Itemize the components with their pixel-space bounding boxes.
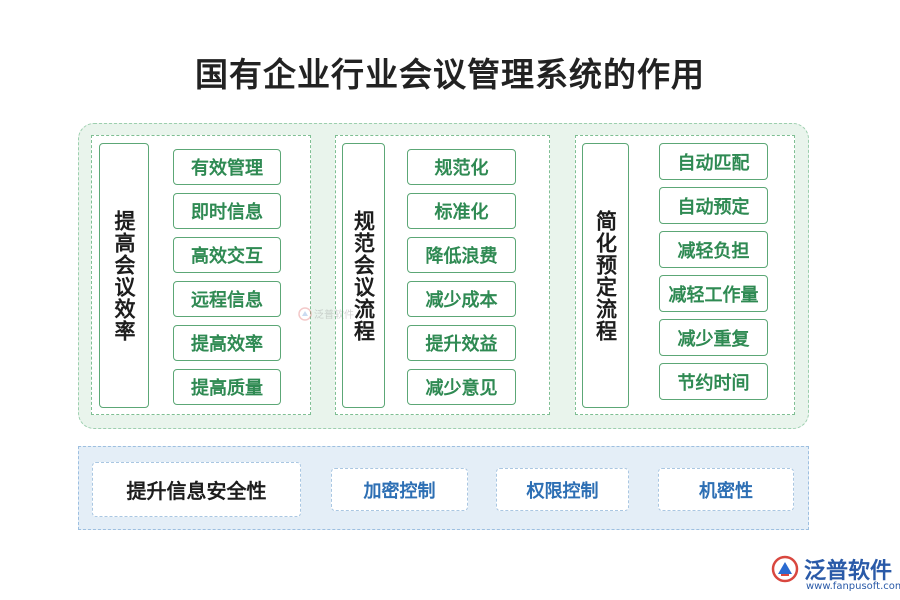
group-booking-item: 自动预定 <box>659 187 768 224</box>
group-process-item: 降低浪费 <box>407 237 516 273</box>
group-process-item: 提升效益 <box>407 325 516 361</box>
group-efficiency-item: 提高效率 <box>173 325 281 361</box>
watermark-logo-icon <box>298 306 312 321</box>
group-process-label: 规范会议流程 <box>342 143 385 408</box>
group-booking-item: 自动匹配 <box>659 143 768 180</box>
group-booking-item: 减少重复 <box>659 319 768 356</box>
security-main-label: 提升信息安全性 <box>92 462 301 517</box>
watermark: 泛普软件 <box>298 306 354 321</box>
group-efficiency-label: 提高会议效率 <box>99 143 149 408</box>
group-booking-item: 减轻负担 <box>659 231 768 268</box>
security-item: 机密性 <box>658 468 794 511</box>
group-booking-label-text: 简化预定流程 <box>593 209 618 342</box>
security-item: 加密控制 <box>331 468 468 511</box>
watermark-text: 泛普软件 <box>314 310 354 321</box>
diagram-title: 国有企业行业会议管理系统的作用 <box>195 55 705 94</box>
brand-logo-icon <box>771 555 799 583</box>
group-process-item: 减少意见 <box>407 369 516 405</box>
group-efficiency-label-text: 提高会议效率 <box>112 209 136 342</box>
group-efficiency-item: 提高质量 <box>173 369 281 405</box>
brand-name: 泛普软件 <box>804 559 893 584</box>
group-process-item: 标准化 <box>407 193 516 229</box>
group-efficiency-item: 有效管理 <box>173 149 281 185</box>
group-process-label-text: 规范会议流程 <box>351 209 376 342</box>
group-process-item: 规范化 <box>407 149 516 185</box>
group-efficiency-item: 远程信息 <box>173 281 281 317</box>
security-item: 权限控制 <box>496 468 629 511</box>
group-efficiency-item: 高效交互 <box>173 237 281 273</box>
group-booking-label: 简化预定流程 <box>582 143 629 408</box>
brand-url: www.fanpusoft.com <box>806 581 900 592</box>
group-process-item: 减少成本 <box>407 281 516 317</box>
group-efficiency-item: 即时信息 <box>173 193 281 229</box>
group-booking-item: 节约时间 <box>659 363 768 400</box>
group-booking-item: 减轻工作量 <box>659 275 768 312</box>
brand-logo: 泛普软件 <box>770 553 892 585</box>
